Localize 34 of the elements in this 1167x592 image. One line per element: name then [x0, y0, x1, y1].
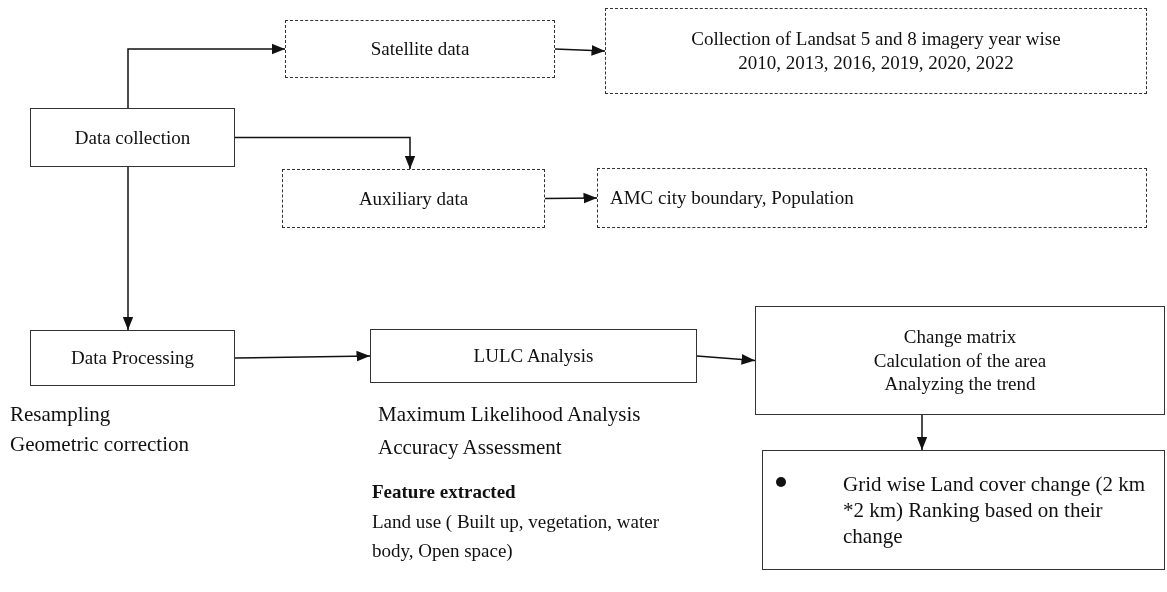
node-text: Satellite data [370, 37, 470, 61]
result-box [762, 450, 1165, 570]
arrow [554, 45, 606, 56]
process-box [30, 108, 235, 167]
node-text: Calculation of the area [873, 348, 1047, 373]
data-box [285, 20, 555, 78]
node-text: Grid wise Land cover change (2 km *2 km) Ranking based on their change [843, 470, 1147, 550]
arrow [122, 166, 134, 331]
arrow [916, 414, 928, 451]
arrow [234, 136, 416, 170]
data-box [597, 168, 1147, 228]
note-text: Land use ( Built up, vegetation, water body, Open space) [372, 510, 661, 563]
step-note: Geometric correction [10, 431, 189, 458]
node-text: Analyzing the trend [884, 372, 1036, 397]
node-text: Data Processing [71, 346, 194, 370]
node-text: Auxiliary data [358, 186, 469, 211]
section-heading: Feature extracted [372, 480, 517, 504]
arrow [234, 350, 371, 362]
node-text: Change matrix [903, 324, 1017, 349]
arrow [127, 43, 286, 109]
process-box [370, 329, 697, 383]
arrow [696, 354, 756, 365]
node-text: AMC city boundary, Population [610, 186, 854, 210]
step-note: Maximum Likelihood Analysis [378, 401, 641, 428]
data-box [282, 169, 545, 228]
node-text: Collection of Landsat 5 and 8 imagery year wise 2010, 2013, 2016, 2019, 2020, 2022 [690, 27, 1062, 75]
data-box [605, 8, 1147, 94]
node-text: Data collection [74, 125, 191, 150]
step-note: Resampling [10, 401, 111, 428]
process-box [755, 306, 1165, 415]
arrow [544, 192, 598, 204]
process-box [30, 330, 235, 386]
step-note: Accuracy Assessment [378, 434, 562, 461]
node-text: LULC Analysis [473, 344, 594, 368]
